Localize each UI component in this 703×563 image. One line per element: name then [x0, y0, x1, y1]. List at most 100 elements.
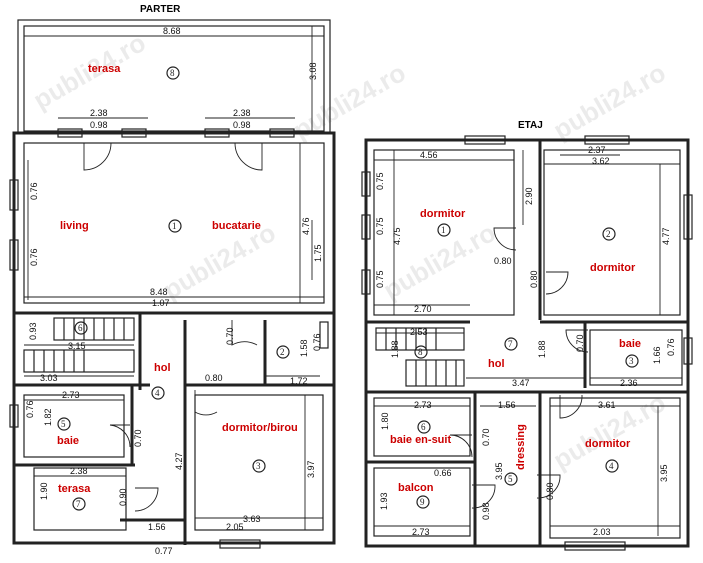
door-swing — [194, 390, 218, 416]
dimension-label: 2.73 — [412, 527, 430, 537]
bedroom-outline — [373, 149, 515, 316]
window — [269, 128, 295, 138]
room-number-circles — [57, 66, 639, 511]
dimension-label: 2.70 — [414, 304, 432, 314]
bathroom-outline — [589, 329, 683, 386]
small-terrace-outline — [33, 467, 127, 531]
dimension-label: 0.70 — [575, 334, 585, 352]
door-swing — [493, 227, 517, 251]
ground-dimensions: 8.68 3.08 2.38 0.98 2.38 0.98 0.76 0.76 … — [24, 26, 324, 556]
dimension-label: 3.08 — [308, 62, 318, 80]
dimension-label: 1.80 — [380, 412, 390, 430]
dimension-label: 4.77 — [661, 227, 671, 245]
room-number: 5 — [508, 474, 513, 484]
dimension-label: 0.70 — [225, 327, 235, 345]
staircase — [375, 327, 465, 387]
dimension-label: 8.48 — [150, 287, 168, 297]
dimension-label: 0.70 — [481, 428, 491, 446]
dimension-label: 3.97 — [306, 460, 316, 478]
window — [204, 128, 230, 138]
upper-floor — [361, 135, 693, 551]
room-label: hol — [154, 362, 171, 374]
ensuite-outline — [373, 397, 471, 457]
balcony-outline — [373, 467, 471, 537]
dimension-label: 0.98 — [481, 502, 491, 520]
ground-room-labels: terasa 8 living 1 bucatarie hol 4 dormit… — [57, 63, 298, 509]
dimension-label: 0.76 — [29, 182, 39, 200]
room-number: 3 — [629, 356, 634, 366]
door-swing — [559, 394, 583, 419]
window — [361, 171, 371, 197]
dimension-label: 2.36 — [620, 378, 638, 388]
door-swing — [565, 329, 589, 353]
dimension-label: 4.75 — [392, 227, 402, 245]
room-number: 9 — [420, 497, 425, 507]
dimension-label: 1.90 — [39, 482, 49, 500]
door-swing — [109, 424, 131, 448]
window — [464, 135, 506, 145]
dimension-label: 3.63 — [243, 514, 261, 524]
bedroom-outline — [194, 394, 324, 531]
dimension-label: 1.07 — [152, 298, 170, 308]
terrace-inner — [23, 25, 325, 132]
window — [219, 539, 261, 549]
dimension-label: 1.58 — [299, 339, 309, 357]
door-swing — [545, 271, 569, 295]
dimension-label: 2.03 — [593, 527, 611, 537]
dimension-label: 0.80 — [205, 373, 223, 383]
dimension-label: 3.62 — [592, 156, 610, 166]
dimension-label: 4.27 — [174, 452, 184, 470]
bedroom-outline — [549, 397, 681, 539]
room-label: bucatarie — [212, 220, 261, 232]
room-number: 2 — [280, 347, 285, 357]
dimension-label: 3.95 — [659, 464, 669, 482]
dimension-label: 3.15 — [68, 341, 86, 351]
window — [9, 404, 19, 428]
door-swing — [134, 487, 159, 512]
door-swing — [83, 142, 112, 171]
window — [9, 179, 19, 211]
dimension-label: 0.75 — [375, 172, 385, 190]
bedroom-outline — [543, 149, 681, 316]
window — [564, 541, 626, 551]
dimension-label: 2.05 — [226, 522, 244, 532]
upper-floor-title: ETAJ — [518, 120, 543, 131]
dimension-label: 2.37 — [588, 145, 606, 155]
dimension-label: 1.82 — [43, 408, 53, 426]
window — [319, 321, 329, 349]
upper-room-labels: dormitor 1 dormitor 2 hol 7 baie 3 baie … — [390, 208, 641, 507]
dimension-label: 0.93 — [28, 322, 38, 340]
dimension-label: 3.61 — [598, 400, 616, 410]
room-number: 8 — [170, 68, 175, 78]
ground-outer-wall — [12, 131, 336, 545]
dimension-label: 1.88 — [537, 340, 547, 358]
dimension-label: 0.76 — [29, 248, 39, 266]
dimension-label: 0.98 — [90, 120, 108, 130]
dimension-label: 0.76 — [25, 400, 35, 418]
staircase — [23, 317, 135, 373]
dimension-label: 4.56 — [420, 150, 438, 160]
room-number: 3 — [256, 461, 261, 471]
dimension-label: 0.90 — [118, 488, 128, 506]
dimension-label: 2.53 — [410, 327, 428, 337]
room-label: hol — [488, 358, 505, 370]
room-label: baie en-suit — [390, 434, 451, 446]
dimension-label: 1.75 — [313, 244, 323, 262]
dimension-label: 1.56 — [498, 400, 516, 410]
bathroom-outline — [23, 394, 125, 458]
dimension-label: 0.76 — [312, 333, 322, 351]
dimension-label: 0.77 — [155, 546, 173, 556]
dimension-label: 3.95 — [494, 462, 504, 480]
room-number: 1 — [441, 225, 446, 235]
dimension-label: 1.93 — [379, 492, 389, 510]
dimension-label: 0.80 — [529, 270, 539, 288]
room-number: 8 — [418, 347, 423, 357]
room-number: 4 — [155, 388, 160, 398]
window — [683, 194, 693, 240]
dimension-label: 0.75 — [375, 217, 385, 235]
room-label: baie — [57, 435, 79, 447]
room-label: dormitor — [585, 438, 631, 450]
window — [9, 239, 19, 271]
room-number: 1 — [172, 221, 177, 231]
